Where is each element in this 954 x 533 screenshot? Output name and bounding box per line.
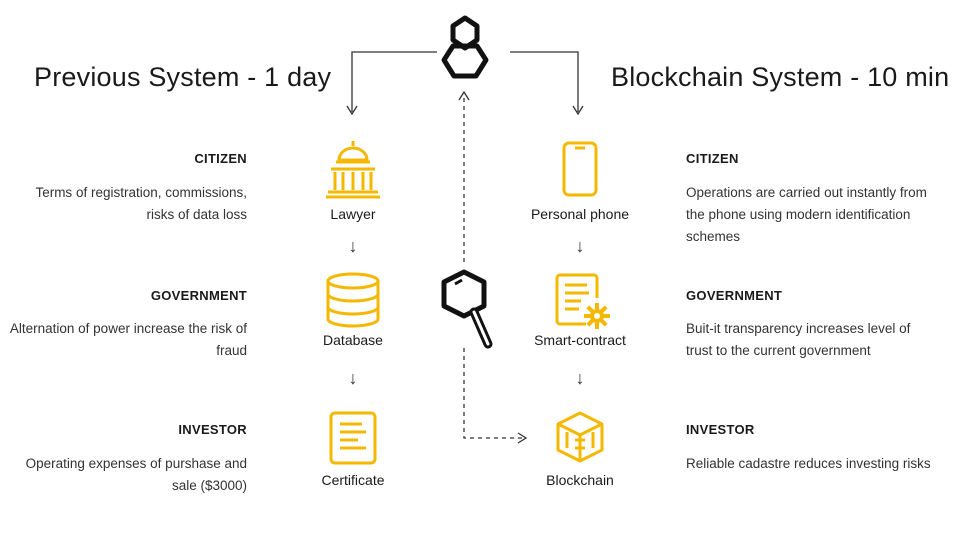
flow-arrow: ↓ [348,236,358,256]
smart-contract-icon [555,273,610,329]
right-description-citizen: Operations are carried out instantly fro… [686,185,927,244]
right-description-investor: Reliable cadastre reduces investing risk… [686,456,931,471]
blockchain-icon [556,411,604,463]
right-description-government: Buit-it transparency increases level of … [686,321,911,358]
node-label-certificate: Certificate [321,472,385,488]
left-category-citizen: CITIZEN [194,151,247,166]
right-category-government: GOVERNMENT [686,288,783,303]
dashed-connector-right [463,348,524,439]
database-icon [326,272,380,328]
flow-arrow: ↓ [575,368,585,388]
left-description-investor: Operating expenses of purshase and sale … [25,456,247,493]
blockchain-system-title: Blockchain System - 10 min [611,62,950,92]
node-label-database: Database [323,332,383,348]
left-category-investor: INVESTOR [178,422,247,437]
previous-system-title: Previous System - 1 day [34,62,332,92]
connector-user-right [510,51,579,112]
flow-arrow: ↓ [575,236,585,256]
courthouse-icon [326,141,380,199]
right-category-investor: INVESTOR [686,422,755,437]
node-label-blockchain: Blockchain [546,472,614,488]
flow-arrow: ↓ [348,368,358,388]
user-icon [441,15,489,79]
left-description-citizen: Terms of registration, commissions, risk… [35,185,247,222]
node-label-personal-phone: Personal phone [530,206,630,222]
left-description-government: Alternation of power increase the risk o… [9,321,247,358]
phone-icon [562,141,598,197]
search-icon [441,269,493,349]
connector-user-left [351,51,437,112]
right-category-citizen: CITIZEN [686,151,739,166]
certificate-icon [329,411,377,465]
node-label-lawyer: Lawyer [330,206,376,222]
left-category-government: GOVERNMENT [150,288,247,303]
node-label-smart-contract: Smart-contract [534,332,626,348]
